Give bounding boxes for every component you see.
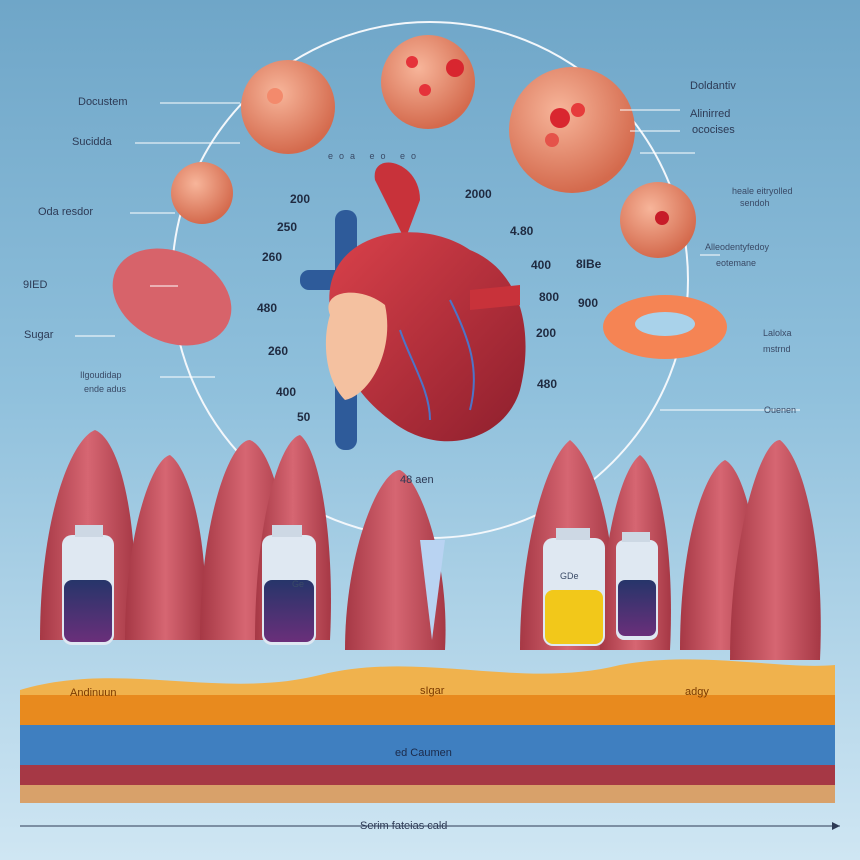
label-left-3: Oda resdor: [38, 206, 94, 218]
label-right-4: heale eitryolled: [732, 186, 793, 196]
label-left-5: Sugar: [24, 329, 54, 341]
num-9: 4.80: [510, 224, 534, 238]
bottom-label-right: adgy: [685, 686, 709, 698]
label-right-5: sendoh: [740, 198, 770, 208]
base-layer: [20, 785, 835, 803]
num-1: 200: [290, 192, 311, 206]
label-left-2: Sucidda: [72, 136, 112, 148]
fat-cell-small-left: [171, 162, 233, 224]
vial-label-1: GDe: [560, 571, 579, 581]
fat-wave: [20, 659, 835, 700]
label-left-7: ende adus: [84, 384, 127, 394]
num-10: 400: [531, 258, 552, 272]
fat-cell-top-center: [381, 35, 475, 129]
label-left-4: 9IED: [23, 279, 48, 291]
muscle-layer: [20, 765, 835, 785]
fat-cell-right: [620, 182, 696, 258]
label-right-2: Alinirred: [690, 108, 731, 120]
num-6: 400: [276, 385, 297, 399]
leader-lines: [75, 102, 800, 411]
bottom-label-left: Andinuun: [70, 687, 117, 699]
footer-arrow-head: [832, 822, 840, 830]
num-15: 480: [537, 377, 558, 391]
footer-label: Serim fateias cald: [360, 820, 448, 832]
vial-left: [62, 525, 114, 645]
label-right-8: Lalolxa: [763, 328, 792, 338]
num-13: 900: [578, 296, 599, 310]
num-12: 800: [539, 290, 560, 304]
arc-text: eoa eo eo: [328, 151, 423, 161]
label-right-3: ococises: [692, 124, 735, 136]
vial-needle: [420, 540, 445, 640]
vial-yellow: [543, 528, 605, 646]
fat-cell-top-right: [509, 67, 635, 193]
num-2: 250: [277, 220, 298, 234]
label-right-9: mstrnd: [763, 344, 791, 354]
blue-cell-layer: [20, 725, 835, 765]
label-right-1: Doldantiv: [690, 80, 736, 92]
num-11: 8IBe: [576, 257, 602, 271]
num-4: 480: [257, 301, 278, 315]
vial-right: [616, 532, 658, 640]
label-left-6: Ilgoudidap: [80, 370, 122, 380]
num-3: 260: [262, 250, 283, 264]
num-14: 200: [536, 326, 557, 340]
fat-layer: [20, 695, 835, 725]
fat-cell-top-left: [241, 60, 335, 154]
label-right-6: Alleodentyfedoy: [705, 242, 770, 252]
vial-label-2: Ge: [292, 579, 305, 589]
label-right-10: Ouenen: [764, 405, 797, 415]
num-7: 50: [297, 410, 311, 424]
label-right-7: eotemane: [716, 258, 757, 268]
heart: [300, 162, 526, 450]
layer-label: ed Caumen: [395, 747, 452, 759]
vial-center-left: [262, 525, 316, 645]
bottom-label-center: sIgar: [420, 685, 445, 697]
num-5: 260: [268, 344, 289, 358]
red-blood-cell-disc: [112, 248, 232, 346]
bottom-label-top: 48 aen: [400, 474, 434, 486]
label-left-1: Docustem: [78, 96, 128, 108]
num-8: 2000: [465, 187, 492, 201]
